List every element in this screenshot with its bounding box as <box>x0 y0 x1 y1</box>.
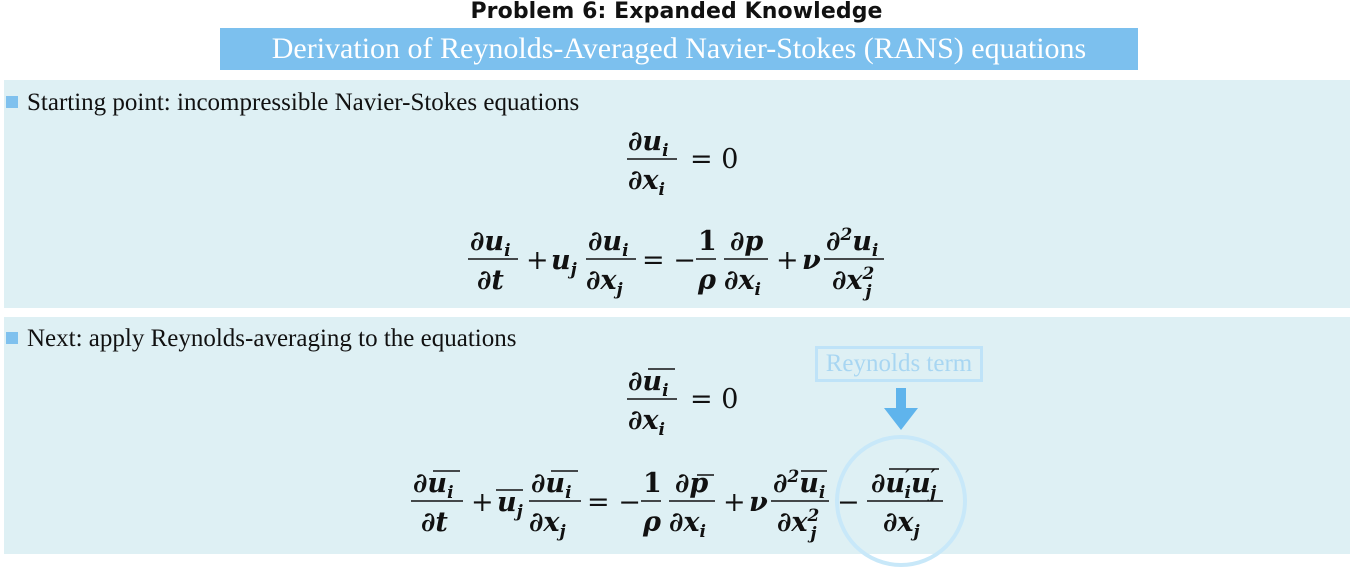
svg-text:= 0: = 0 <box>690 384 738 415</box>
svg-text:= 0: = 0 <box>690 144 738 175</box>
svg-text:= −: = − <box>587 487 641 518</box>
section-panel-starting-point <box>4 80 1350 308</box>
svg-text:∂xj: ∂xj <box>529 507 567 542</box>
svg-text:∂xj: ∂xj <box>586 265 624 300</box>
svg-text:∂x2j: ∂x2j <box>832 264 875 302</box>
svg-text:ν: ν <box>802 245 821 276</box>
bullet-text: Starting point: incompressible Navier-St… <box>27 89 580 116</box>
svg-text:∂xi: ∂xi <box>724 265 761 300</box>
svg-text:+: + <box>723 487 746 518</box>
reynolds-term-label: Reynolds term <box>815 346 983 382</box>
bullet-square-icon <box>6 96 18 108</box>
svg-text:∂x2j: ∂x2j <box>777 506 820 544</box>
continuity-equation: ∂ui ∂xi = 0 <box>627 126 738 200</box>
svg-text:∂ui: ∂ui <box>413 468 454 503</box>
svg-text:∂t: ∂t <box>421 507 448 538</box>
svg-text:∂xi: ∂xi <box>669 507 706 542</box>
down-arrow-icon <box>884 388 918 430</box>
svg-text:∂xi: ∂xi <box>628 165 665 200</box>
bullet-square-icon <box>6 332 18 344</box>
svg-text:∂p: ∂p <box>675 468 708 499</box>
svg-text:∂ui: ∂ui <box>531 468 572 503</box>
bullet-reynolds-averaging: Next: apply Reynolds-averaging to the eq… <box>6 325 516 353</box>
svg-text:∂ui: ∂ui <box>470 226 511 261</box>
svg-text:+: + <box>776 245 799 276</box>
momentum-equation: ∂ui ∂t + uj ∂ui ∂xj = − 1 ρ ∂p ∂xi + ν ∂… <box>468 225 884 302</box>
svg-text:1: 1 <box>698 226 717 257</box>
svg-text:ρ: ρ <box>642 507 662 538</box>
svg-text:uj: uj <box>551 245 578 280</box>
svg-text:ν: ν <box>749 487 768 518</box>
svg-text:∂2ui: ∂2ui <box>773 467 825 503</box>
svg-text:1: 1 <box>643 468 662 499</box>
bullet-text: Next: apply Reynolds-averaging to the eq… <box>27 325 517 352</box>
svg-text:∂xj: ∂xj <box>883 507 921 542</box>
svg-text:uj: uj <box>497 487 524 522</box>
title-banner: Derivation of Reynolds-Averaged Navier-S… <box>220 28 1138 70</box>
svg-text:∂xi: ∂xi <box>628 405 665 440</box>
svg-text:∂t: ∂t <box>477 265 504 296</box>
problem-label: Problem 6: Expanded Knowledge <box>470 0 883 24</box>
averaged-continuity-equation: ∂ui ∂xi = 0 <box>627 366 738 440</box>
svg-text:∂p: ∂p <box>730 226 763 257</box>
svg-text:+: + <box>471 487 494 518</box>
bullet-starting-point: Starting point: incompressible Navier-St… <box>6 89 579 117</box>
svg-text:ρ: ρ <box>697 265 717 296</box>
svg-text:∂u′iu′j: ∂u′iu′j <box>871 467 937 503</box>
svg-text:+: + <box>526 245 549 276</box>
svg-text:∂ui: ∂ui <box>588 226 629 261</box>
svg-text:−: − <box>837 487 860 518</box>
svg-text:∂ui: ∂ui <box>628 366 669 401</box>
averaged-momentum-equation: ∂ui ∂t + uj ∂ui ∂xj = − 1 ρ ∂p ∂xi + ν ∂… <box>411 467 943 544</box>
section-panel-reynolds-averaging <box>4 317 1350 554</box>
svg-text:∂2ui: ∂2ui <box>826 225 878 261</box>
svg-text:∂ui: ∂ui <box>628 126 669 161</box>
reynolds-term-highlight <box>835 435 967 567</box>
svg-text:= −: = − <box>642 245 696 276</box>
